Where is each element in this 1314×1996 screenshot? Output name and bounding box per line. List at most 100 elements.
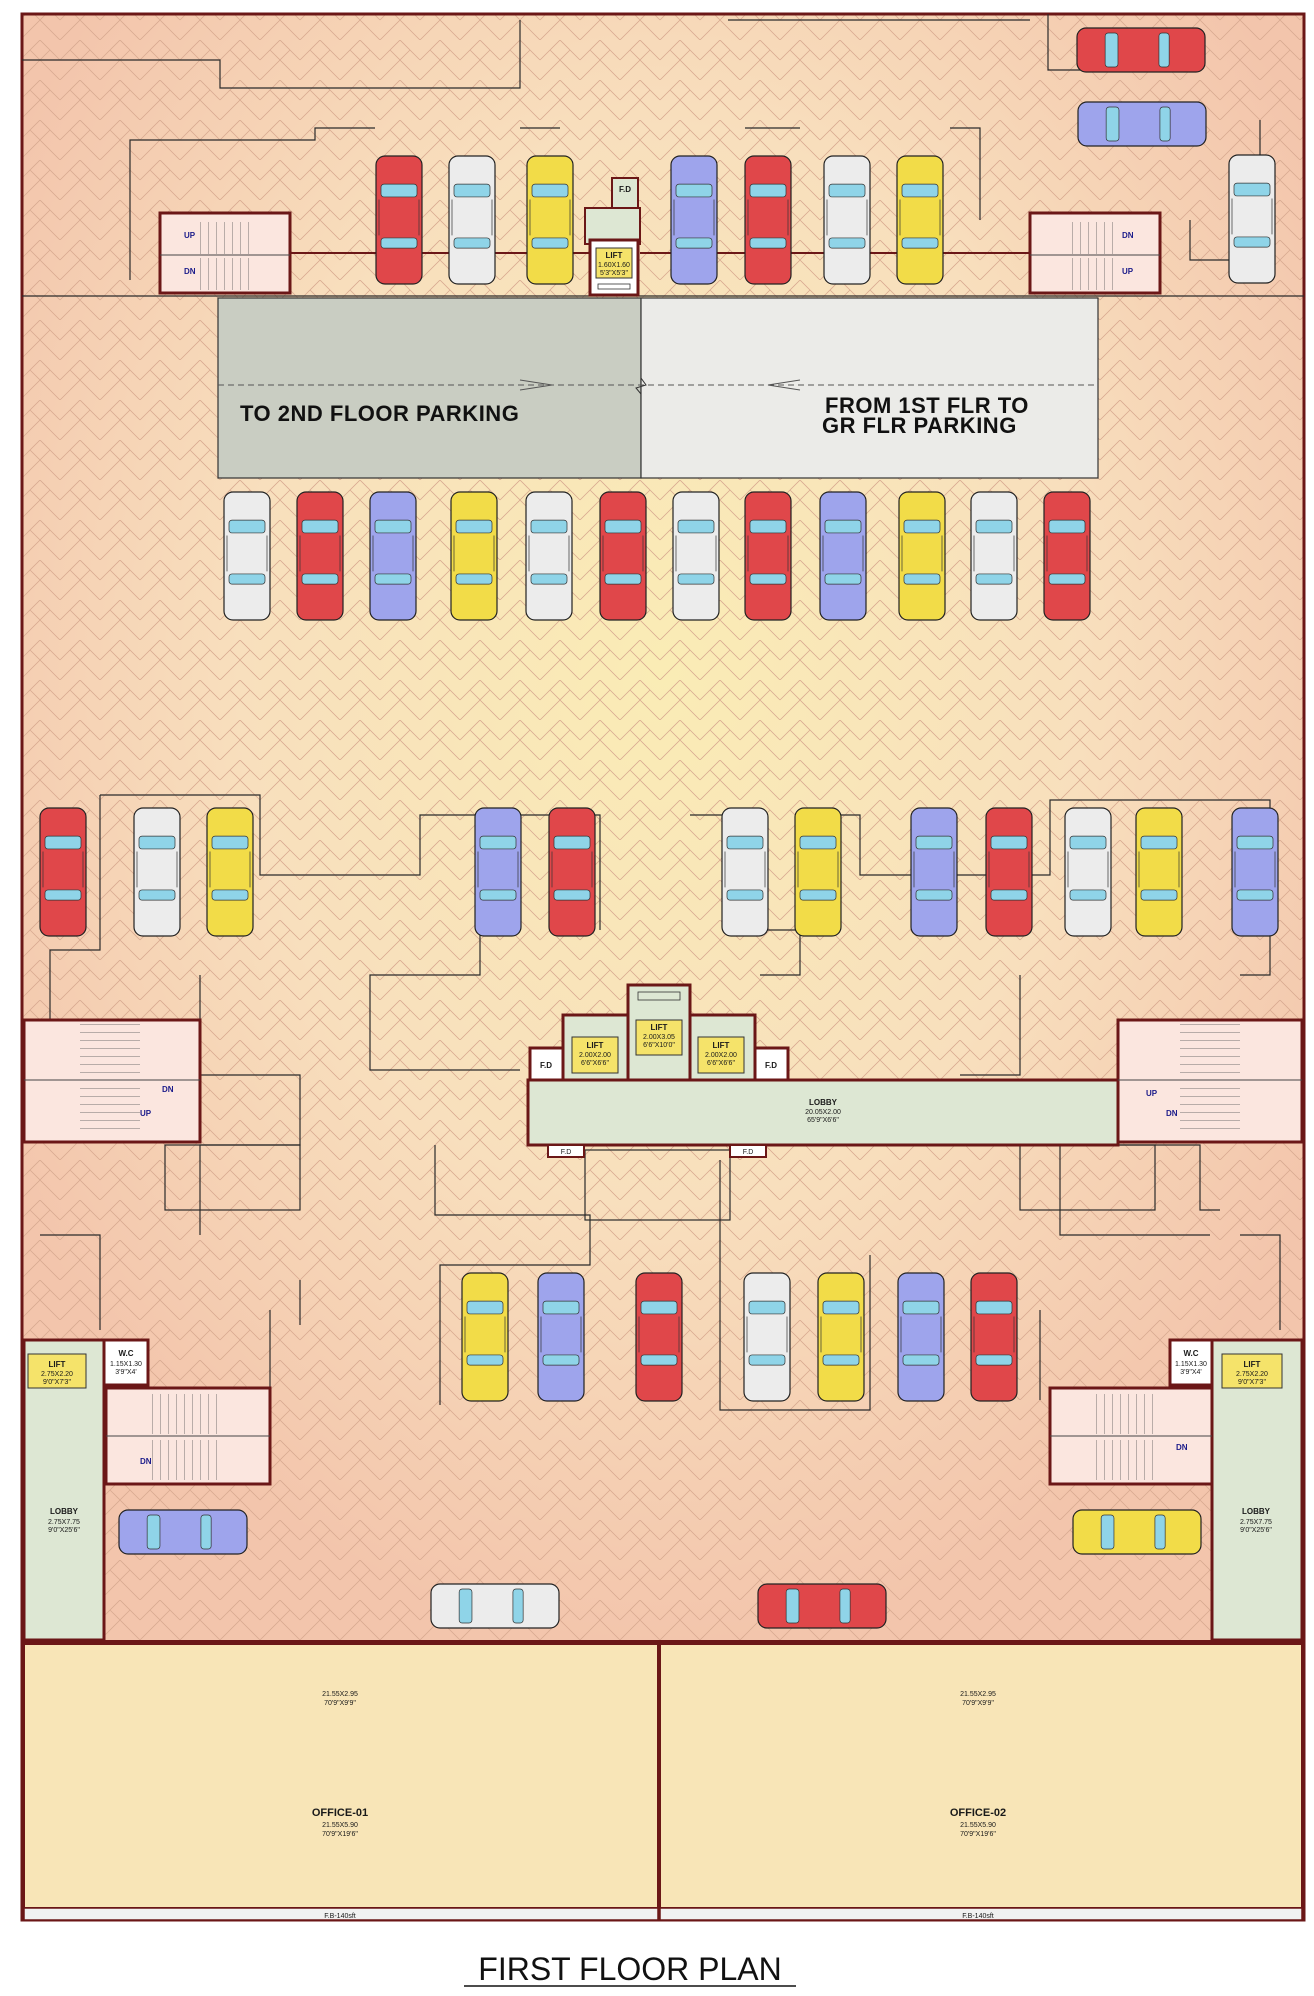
car-red [970,1272,1018,1402]
car-blue [369,491,417,621]
top-fd-label: F.D [619,185,631,194]
lift-left-label: LIFT [587,1041,604,1050]
car-blue [537,1272,585,1402]
stair-mid-left: DN UP [22,1018,202,1144]
office-02-fb: F.B-140sft [962,1913,994,1920]
side-lobby-left-dim1: 2.75X7.75 [48,1519,80,1526]
side-lift-right-dim1: 2.75X2.20 [1236,1371,1268,1378]
wc-left-dim1: 1.15X1.30 [110,1361,142,1368]
lift-left-dim1: 2.00X2.00 [579,1052,611,1059]
stair-dn-label: DN [1166,1109,1178,1118]
car-yellow [794,807,842,937]
office-01-dim1: 21.55X5.90 [322,1822,358,1829]
car-red [985,807,1033,937]
side-lift-left-label: LIFT [49,1360,66,1369]
lift-right-dim1: 2.00X2.00 [705,1052,737,1059]
car-blue [670,155,718,285]
car-white [672,491,720,621]
stair-dn-label: DN [1176,1443,1188,1452]
lobby-center-dim1: 20.05X2.00 [805,1109,841,1116]
car-yellow [1072,1509,1202,1555]
stair-up-label: UP [1146,1089,1158,1098]
stair-dn-label: DN [1122,231,1134,240]
car-white [448,155,496,285]
wc-right-dim1: 1.15X1.30 [1175,1361,1207,1368]
stair-dn-label: DN [162,1085,174,1094]
car-blue [819,491,867,621]
ramp-right-label-line2: GR FLR PARKING [822,413,1017,438]
car-red [39,807,87,937]
car-red [1043,491,1091,621]
plan-title: FIRST FLOOR PLAN [478,1951,781,1987]
side-lobby-right-label: LOBBY [1242,1507,1271,1516]
lift-center-dim2: 6'6"X10'0" [643,1042,675,1049]
car-white [133,807,181,937]
car-red [296,491,344,621]
car-yellow [896,155,944,285]
ramp: TO 2ND FLOOR PARKING FROM 1ST FLR TO GR … [217,297,1099,479]
car-red [744,491,792,621]
office-01-name: OFFICE-01 [312,1807,368,1819]
stair-up-label: UP [140,1109,152,1118]
lift-center-label: LIFT [651,1023,668,1032]
stair-dn-label: DN [140,1457,152,1466]
side-lobby-right-dim2: 9'0"X25'6" [1240,1527,1272,1534]
side-core-right: LIFT 2.75X2.20 9'0"X7'3" W.C 1.15X1.30 3… [1048,1338,1304,1642]
wc-left-dim2: 3'9"X4' [115,1369,137,1376]
fd-left-label: F.D [540,1061,552,1070]
central-core: LIFT 2.00X3.05 6'6"X10'0" LIFT 2.00X2.00… [526,983,1120,1158]
wc-left-label: W.C [118,1349,133,1358]
stair-mid-right: UP DN [1116,1018,1304,1144]
top-lift-dim2: 5'3"X5'3" [600,270,628,277]
car-white [1064,807,1112,937]
car-red [548,807,596,937]
office-01: 21.55X2.95 70'9"X9'9" OFFICE-01 21.55X5.… [23,1643,659,1921]
lift-right-dim2: 6'6"X6'6" [707,1060,735,1067]
lift-left-dim2: 6'6"X6'6" [581,1060,609,1067]
car-red [757,1583,887,1629]
car-white [743,1272,791,1402]
top-lift-dim1: 1.60X1.60 [598,262,630,269]
stair-top-left: UP DN [158,211,292,295]
side-lift-left-dim2: 9'0"X7'3" [43,1379,71,1386]
lift-center-dim1: 2.00X3.05 [643,1034,675,1041]
car-blue [1231,807,1279,937]
side-lobby-left-dim2: 9'0"X25'6" [48,1527,80,1534]
office-01-top-dim1: 21.55X2.95 [322,1691,358,1698]
car-yellow [817,1272,865,1402]
car-white [1228,154,1276,284]
car-blue [474,807,522,937]
fd-right-label: F.D [765,1061,777,1070]
fd-bottom-right-label: F.D [743,1149,754,1156]
side-lobby-right-dim1: 2.75X7.75 [1240,1519,1272,1526]
car-white [430,1583,560,1629]
side-lobby-left-label: LOBBY [50,1507,79,1516]
lobby-center-label: LOBBY [809,1098,838,1107]
car-yellow [898,491,946,621]
side-lift-left-dim1: 2.75X2.20 [41,1371,73,1378]
car-blue [910,807,958,937]
stair-top-right: DN UP [1028,211,1162,295]
car-yellow [1135,807,1183,937]
car-yellow [461,1272,509,1402]
fd-bottom-left-label: F.D [561,1149,572,1156]
side-lift-right-label: LIFT [1244,1360,1261,1369]
car-blue [118,1509,248,1555]
car-red [744,155,792,285]
car-red [599,491,647,621]
car-white [823,155,871,285]
office-02-dim1: 21.55X5.90 [960,1822,996,1829]
ramp-left-label: TO 2ND FLOOR PARKING [240,401,519,426]
car-yellow [206,807,254,937]
ramp-right-label-line1: FROM 1ST FLR TO [825,393,1029,418]
car-yellow [526,155,574,285]
car-white [970,491,1018,621]
office-02-top-dim1: 21.55X2.95 [960,1691,996,1698]
office-01-top-dim2: 70'9"X9'9" [324,1700,356,1707]
office-01-dim2: 70'9"X19'6" [322,1831,358,1838]
car-blue [1077,101,1207,147]
car-yellow [450,491,498,621]
car-red [1076,27,1206,73]
office-02-name: OFFICE-02 [950,1807,1006,1819]
